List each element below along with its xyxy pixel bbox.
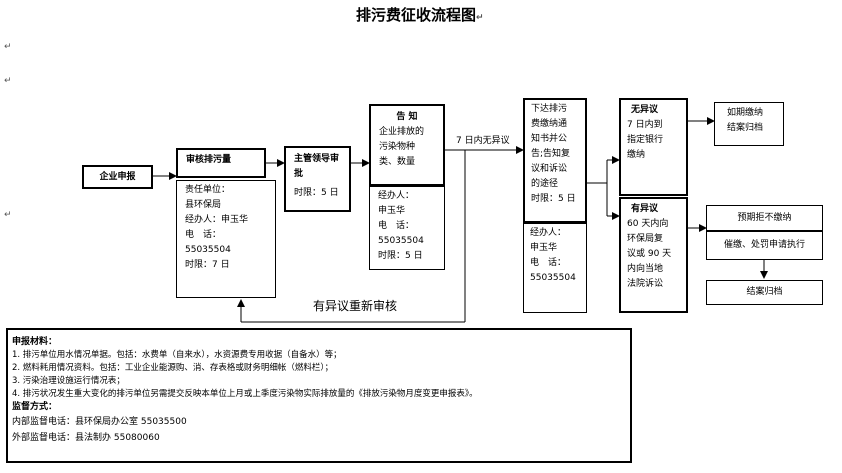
materials-heading: 申报材料： <box>12 337 58 347</box>
para-mark: ↵ <box>4 210 12 220</box>
node-review-details: 责任单位： 县环保局 经办人：申玉华 电 话： 55035504 时限：7 日 <box>176 180 276 298</box>
para-mark: ↵ <box>4 42 12 52</box>
node-pay-on-time: 如期缴纳 结案归档 <box>714 102 784 146</box>
node-collect: 催缴、处罚申请执行 <box>706 231 823 260</box>
node-issue-details: 经办人： 申玉华 电 话： 55035504 <box>523 223 587 313</box>
para-mark: ↵ <box>4 76 12 86</box>
node-notify-details: 经办人： 申玉华 电 话： 55035504 时限：5 日 <box>369 186 445 270</box>
page-title: 排污费征收流程图↵ <box>356 6 484 24</box>
external-phone: 外部监督电话：县法制办 55080060 <box>12 433 160 443</box>
label-reaudit: 有异议重新审核 <box>313 299 398 313</box>
node-apply: 企业申报 <box>82 165 153 189</box>
materials-panel: 申报材料： 1. 排污单位用水情况单据。包括：水费单（自来水），水资源费专用收据… <box>6 328 632 463</box>
node-overdue: 预期拒不缴纳 <box>706 205 823 231</box>
materials-item: 2. 燃料耗用情况资料。包括：工业企业能源购、消、存表格或财务明细帐（燃料栏）； <box>12 363 334 373</box>
materials-item: 4. 排污状况发生重大变化的排污单位另需提交反映本单位上月或上季度污染物实际排放… <box>12 389 478 399</box>
node-approve: 主管领导审批 时限：5 日 <box>284 146 351 212</box>
node-review: 审核排污量 <box>176 148 266 178</box>
label-7-days: 7 日内无异议 <box>456 136 510 146</box>
supervision-heading: 监督方式： <box>12 402 58 412</box>
node-notify: 告 知 企业排放的 污染物种 类、数量 <box>369 104 445 186</box>
internal-phone: 内部监督电话：县环保局办公室 55035500 <box>12 417 187 427</box>
materials-item: 1. 排污单位用水情况单据。包括：水费单（自来水），水资源费专用收据（自备水）等… <box>12 350 342 360</box>
node-close: 结案归档 <box>706 280 823 305</box>
node-issue: 下达排污 费缴纳通 知书并公 告;告知复 议和诉讼 的途径 时限：5 日 <box>523 98 587 223</box>
node-no-objection: 无异议 7 日内到 指定银行 缴纳 <box>619 98 688 196</box>
materials-item: 3. 污染治理设施运行情况表； <box>12 376 125 386</box>
node-objection: 有异议 60 天内向 环保局复 议或 90 天 内向当地 法院诉讼 <box>619 197 688 313</box>
